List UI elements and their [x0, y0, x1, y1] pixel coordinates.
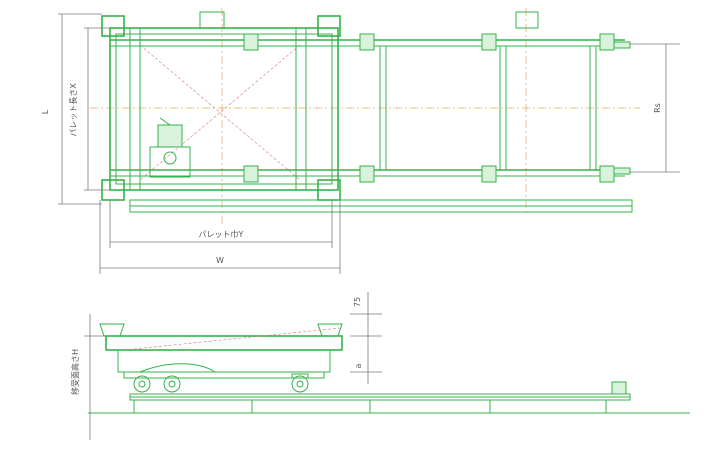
label-pallet-length: パレット長さX [69, 83, 78, 137]
support-pads [243, 33, 615, 183]
wheel-right [291, 375, 309, 393]
side-dimensions [84, 292, 382, 440]
rail-supports [128, 400, 612, 414]
cart-frame-bottom [123, 371, 325, 379]
label-Rs: Rs [653, 103, 662, 113]
cart-upper-beam [105, 335, 343, 351]
plan-view [90, 8, 640, 225]
label-transfer-height: 移受面高さH [70, 349, 80, 395]
label-dim-a: a [354, 363, 363, 368]
drive-motor [157, 124, 183, 148]
cross-member [499, 45, 507, 171]
corner-post [317, 15, 341, 37]
pallet-frame-inner [115, 33, 333, 185]
cart-end-post-left [99, 323, 125, 337]
end-stopper [613, 167, 631, 175]
cart-hidden-line [123, 327, 341, 351]
label-W: W [216, 256, 224, 265]
plan-dimensions [58, 13, 680, 274]
top-bracket [515, 11, 539, 29]
cross-member [589, 45, 597, 171]
motor-base [149, 146, 191, 178]
corner-post [101, 15, 125, 37]
end-stopper [613, 41, 631, 49]
motor-pulley [163, 151, 177, 165]
drive-chain [139, 363, 216, 373]
cross-member [379, 45, 387, 171]
pallet-frame [109, 27, 339, 191]
label-dim-75: 75 [353, 297, 362, 307]
motor-conduit [159, 117, 171, 126]
wheel-center [163, 375, 181, 393]
side-end-stopper [611, 381, 627, 395]
top-bracket [199, 11, 225, 29]
wheel-left [133, 375, 151, 393]
side-view [88, 323, 690, 414]
label-pallet-width: パレット巾Y [199, 229, 244, 239]
label-L: L [41, 109, 50, 114]
cart-end-post-right [317, 323, 343, 337]
